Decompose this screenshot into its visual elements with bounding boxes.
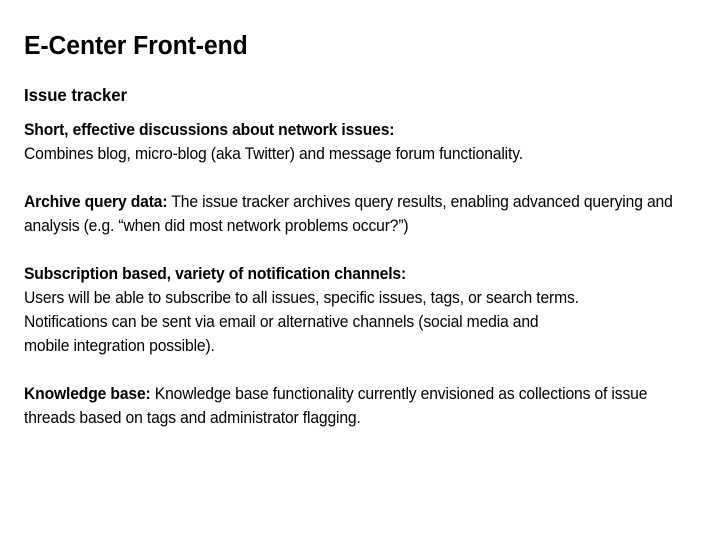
paragraph-discussions-lead: Short, effective discussions about netwo…	[24, 121, 395, 139]
paragraph-discussions-line-1: Combines blog, micro-blog (aka Twitter) …	[24, 145, 523, 163]
paragraph-subscription-line-3: mobile integration possible).	[24, 337, 215, 355]
slide-body: Issue tracker Short, effective discussio…	[24, 84, 692, 430]
section-heading-issue-tracker: Issue tracker	[24, 85, 128, 105]
paragraph-archive-query-data-body: The issue tracker archives query results…	[24, 193, 673, 235]
page-title: E-Center Front-end	[24, 32, 248, 60]
paragraph-subscription-line-2: Notifications can be sent via email or a…	[24, 313, 539, 331]
paragraph-subscription: Subscription based, variety of notificat…	[24, 262, 693, 358]
paragraph-knowledge-base-lead: Knowledge base:	[24, 385, 151, 403]
paragraph-knowledge-base: Knowledge base: Knowledge base functiona…	[24, 382, 693, 430]
paragraph-archive-query-data: Archive query data: The issue tracker ar…	[24, 190, 693, 238]
paragraph-knowledge-base-body: Knowledge base functionality currently e…	[24, 385, 648, 427]
paragraph-archive-query-data-lead: Archive query data:	[24, 193, 168, 211]
paragraph-subscription-lead: Subscription based, variety of notificat…	[24, 265, 407, 283]
paragraph-subscription-line-1: Users will be able to subscribe to all i…	[24, 289, 579, 307]
paragraph-discussions: Short, effective discussions about netwo…	[24, 118, 693, 166]
